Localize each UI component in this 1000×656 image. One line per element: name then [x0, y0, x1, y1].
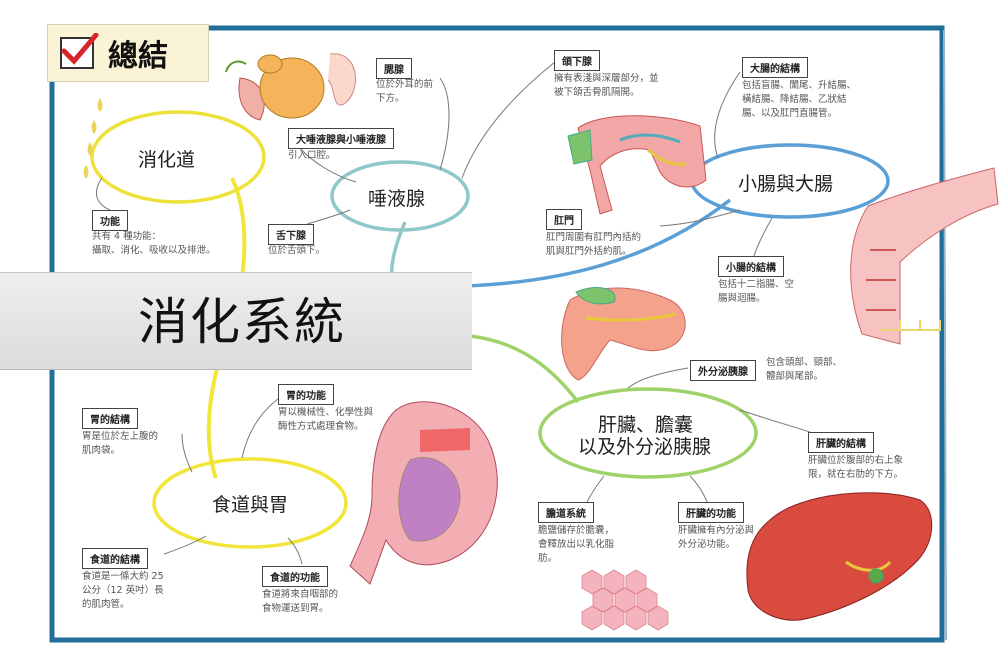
label-biliary-desc: 膽鹽儲存於膽囊，會釋放出以乳化脂肪。	[538, 525, 615, 564]
label-small-intestine-title: 小腸的結構	[718, 256, 784, 277]
label-stomach-function-title: 胃的功能	[278, 384, 334, 405]
pancreas-illustration	[561, 287, 686, 381]
label-liver-structure-desc: 肝臟位於腹部的右上象限，就在右肋的下方。	[808, 455, 904, 480]
label-small-intestine-desc: 包括十二指腸、空腸與迴腸。	[718, 279, 795, 304]
label-esophagus-function-desc: 食道將來自咽部的食物運送到胃。	[262, 589, 339, 614]
checkbox-icon	[60, 33, 99, 69]
oval-esophagus-stomach	[152, 457, 348, 549]
label-function-desc: 共有 4 種功能：攝取、消化、吸收以及排泄。	[92, 231, 216, 256]
node-salivary: 唾液腺	[368, 188, 426, 210]
small-intestine-illustration	[850, 167, 999, 345]
node-esophagus-stomach: 食道與胃	[212, 494, 289, 516]
label-anus-desc: 肛門周圍有肛門內括約肌與肛門外括約肌。	[546, 232, 642, 257]
page-frame-shadow	[943, 29, 947, 641]
label-liver-function-desc: 肝臟擁有內分泌與外分泌功能。	[678, 525, 755, 550]
page-frame	[49, 25, 945, 643]
center-title: 消化系統	[138, 293, 346, 351]
droplets-decoration	[83, 98, 103, 179]
label-parotid-desc: 位於外耳的前下方。	[376, 79, 434, 104]
label-sublingual-desc: 位於舌頭下。	[268, 245, 326, 256]
node-digestive-tract: 消化道	[138, 149, 196, 171]
salivary-gland-illustration	[225, 53, 356, 121]
label-parotid-title: 腮腺	[376, 58, 412, 79]
label-large-intestine-title: 大腸的結構	[742, 57, 808, 78]
label-exocrine-title: 外分泌胰腺	[690, 360, 756, 381]
node-intestines: 小腸與大腸	[738, 173, 834, 195]
label-esophagus-function-title: 食道的功能	[262, 566, 328, 587]
label-exocrine-desc: 包含頭部、頸部、體部與尾部。	[766, 357, 843, 382]
label-liver-structure-title: 肝臟的結構	[808, 432, 874, 453]
label-submandibular-title: 頜下腺	[554, 50, 600, 71]
label-large-intestine-desc: 包括盲腸、闌尾、升結腸、橫結腸、降結腸、乙狀結腸、以及肛門直腸管。	[742, 80, 857, 119]
node-liver-line1: 肝臟、膽囊	[598, 414, 694, 436]
colon-illustration	[567, 115, 707, 215]
label-major-minor-desc: 引入口腔。	[288, 150, 336, 161]
node-liver-line2: 以及外分泌胰腺	[578, 436, 712, 458]
liver-cells-decoration	[581, 569, 669, 631]
liver-illustration	[746, 492, 933, 621]
label-stomach-structure-title: 胃的結構	[82, 408, 138, 429]
oval-digestive-tract	[90, 110, 266, 204]
label-major-minor-title: 大唾液腺與小唾液腺	[288, 128, 394, 149]
stomach-illustration	[349, 401, 498, 585]
label-stomach-function-desc: 胃以機械性、化學性與酶性方式處理食物。	[278, 407, 374, 432]
label-anus-title: 肛門	[546, 209, 582, 230]
green-connector	[469, 334, 580, 404]
oval-salivary	[330, 160, 470, 232]
label-liver-function-title: 肝臟的功能	[678, 502, 744, 523]
oval-liver	[538, 387, 758, 479]
center-banner	[0, 272, 472, 370]
summary-title: 總結	[108, 39, 168, 74]
label-stomach-structure-desc: 胃是位於左上腹的肌肉袋。	[82, 431, 159, 456]
label-sublingual-title: 舌下腺	[268, 224, 314, 245]
label-esophagus-structure-title: 食道的結構	[82, 548, 148, 569]
label-function-title: 功能	[92, 210, 128, 231]
blue-connector	[465, 198, 732, 288]
label-biliary-title: 膽道系統	[538, 502, 594, 523]
label-submandibular-desc: 擁有表淺與深層部分，並被下頜舌骨肌隔開。	[554, 73, 659, 98]
